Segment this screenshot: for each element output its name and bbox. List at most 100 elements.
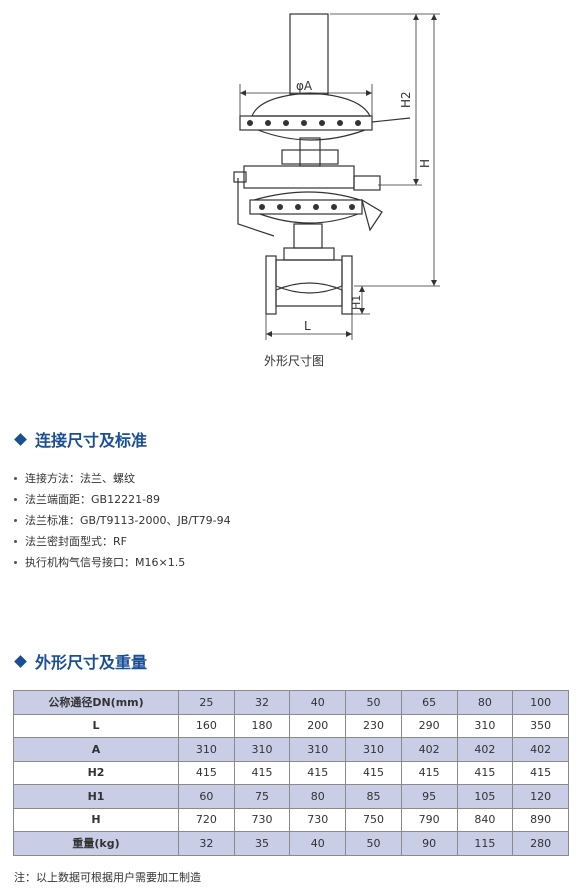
tubing [237, 178, 275, 237]
table-cell: 200 [289, 713, 347, 738]
bullet-icon [14, 540, 17, 543]
table-cell: 730 [233, 807, 291, 832]
list-item-text: 执行机构气信号接口：M16×1.5 [25, 556, 186, 569]
table-cell: 402 [400, 737, 458, 762]
table-cell: 840 [456, 807, 514, 832]
table-cell: 32 [178, 831, 235, 856]
label-h2: H2 [399, 91, 413, 108]
table-cell: 32 [233, 690, 291, 715]
table-cell: 100 [512, 690, 569, 715]
table-cell: 90 [400, 831, 458, 856]
list-item-text: 法兰密封面型式：RF [25, 535, 127, 548]
stem-housing [299, 137, 321, 167]
table-cell: 120 [512, 784, 569, 809]
list-item: 法兰密封面型式：RF [14, 531, 231, 552]
table-cell: 230 [345, 713, 402, 738]
list-item: 连接方法：法兰、螺纹 [14, 468, 231, 489]
table-cell: 415 [400, 760, 458, 785]
table-cell: 85 [345, 784, 402, 809]
table-cell: 402 [512, 737, 569, 762]
signal-line [371, 117, 411, 123]
table-cell: 402 [456, 737, 514, 762]
table-cell: 80 [289, 784, 347, 809]
row-header: L [13, 713, 179, 738]
dimension-lines [239, 13, 440, 340]
figure-caption: 外形尺寸图 [264, 354, 325, 368]
section-connection-title-text: 连接尺寸及标准 [35, 431, 148, 450]
table-cell: 50 [345, 831, 402, 856]
list-item: 执行机构气信号接口：M16×1.5 [14, 552, 231, 573]
list-item: 法兰端面距：GB12221-89 [14, 489, 231, 510]
valve-body-bottom [275, 282, 343, 307]
yoke-block [281, 149, 339, 165]
table-cell: 310 [345, 737, 402, 762]
row-header: 重量(kg) [13, 831, 179, 856]
lower-diaphragm-bottom [259, 213, 359, 224]
table-cell: 25 [178, 690, 235, 715]
flange-left [265, 255, 277, 315]
table-cell: 750 [345, 807, 402, 832]
bullet-icon [14, 477, 17, 480]
bullet-icon [14, 519, 17, 522]
table-cell: 415 [512, 760, 569, 785]
side-fitting-left [233, 171, 247, 183]
diamond-bullet-icon [14, 432, 27, 446]
bullet-icon [14, 561, 17, 564]
upper-flange-ring [239, 115, 373, 131]
label-h1: H1 [350, 295, 363, 310]
list-item-text: 法兰标准：GB/T9113-2000、JB/T79-94 [25, 514, 231, 527]
table-cell: 180 [233, 713, 291, 738]
table-cell: 75 [233, 784, 291, 809]
table-cell: 40 [289, 831, 347, 856]
table-cell: 40 [289, 690, 347, 715]
table-row: A 310 310 310 310 402 402 402 [13, 737, 569, 762]
table-cell: 310 [178, 737, 235, 762]
table-cell: 730 [289, 807, 347, 832]
upper-diaphragm [251, 92, 371, 117]
list-item-text: 法兰端面距：GB12221-89 [25, 493, 161, 506]
table-row: H 720 730 730 750 790 840 890 [13, 807, 569, 832]
table-row: L 160 180 200 230 290 310 350 [13, 713, 569, 738]
angled-fitting [361, 198, 383, 232]
valve-body-top [275, 259, 343, 294]
list-item-text: 连接方法：法兰、螺纹 [25, 472, 135, 485]
list-item: 法兰标准：GB/T9113-2000、JB/T79-94 [14, 510, 231, 531]
table-cell: 415 [178, 760, 235, 785]
table-cell: 80 [456, 690, 514, 715]
table-cell: 415 [345, 760, 402, 785]
table-cell: 310 [289, 737, 347, 762]
table-cell: 310 [456, 713, 514, 738]
table-cell: 95 [400, 784, 458, 809]
table-cell: 720 [178, 807, 235, 832]
bonnet [293, 223, 323, 249]
table-cell: 105 [456, 784, 514, 809]
label-h: H [418, 159, 432, 168]
upper-bolts [247, 120, 361, 126]
upper-diaphragm-bottom [257, 129, 366, 141]
table-row: H1 60 75 80 85 95 105 120 [13, 784, 569, 809]
dimensions-weight-table: 公称通径DN(mm) 25 32 40 50 65 80 100 L 160 1… [13, 690, 569, 856]
table-cell: 415 [233, 760, 291, 785]
dimension-arrows [240, 14, 437, 337]
table-cell: 290 [400, 713, 458, 738]
table-cell: 350 [512, 713, 569, 738]
section-dimensions-title: 外形尺寸及重量 [14, 649, 147, 673]
side-fitting-right [353, 175, 381, 191]
row-header: H [13, 807, 179, 832]
section-dimensions-title-text: 外形尺寸及重量 [35, 653, 148, 672]
connection-spec-list: 连接方法：法兰、螺纹 法兰端面距：GB12221-89 法兰标准：GB/T911… [14, 468, 231, 573]
row-header: 公称通径DN(mm) [13, 690, 179, 715]
lower-bolts [259, 204, 355, 210]
row-header: H1 [13, 784, 179, 809]
lower-diaphragm-top [253, 191, 361, 201]
footnote: 注：以上数据可根据用户需要加工制造 [14, 871, 201, 884]
label-phi-a: φA [296, 79, 313, 93]
table-cell: 160 [178, 713, 235, 738]
diamond-bullet-icon [14, 654, 27, 668]
table-cell: 65 [400, 690, 458, 715]
table-cell: 60 [178, 784, 235, 809]
valve-dimension-drawing: φA H2 H H1 L [233, 13, 440, 340]
row-header: H2 [13, 760, 179, 785]
table-row: 公称通径DN(mm) 25 32 40 50 65 80 100 [13, 690, 569, 715]
section-connection-title: 连接尺寸及标准 [14, 427, 147, 451]
